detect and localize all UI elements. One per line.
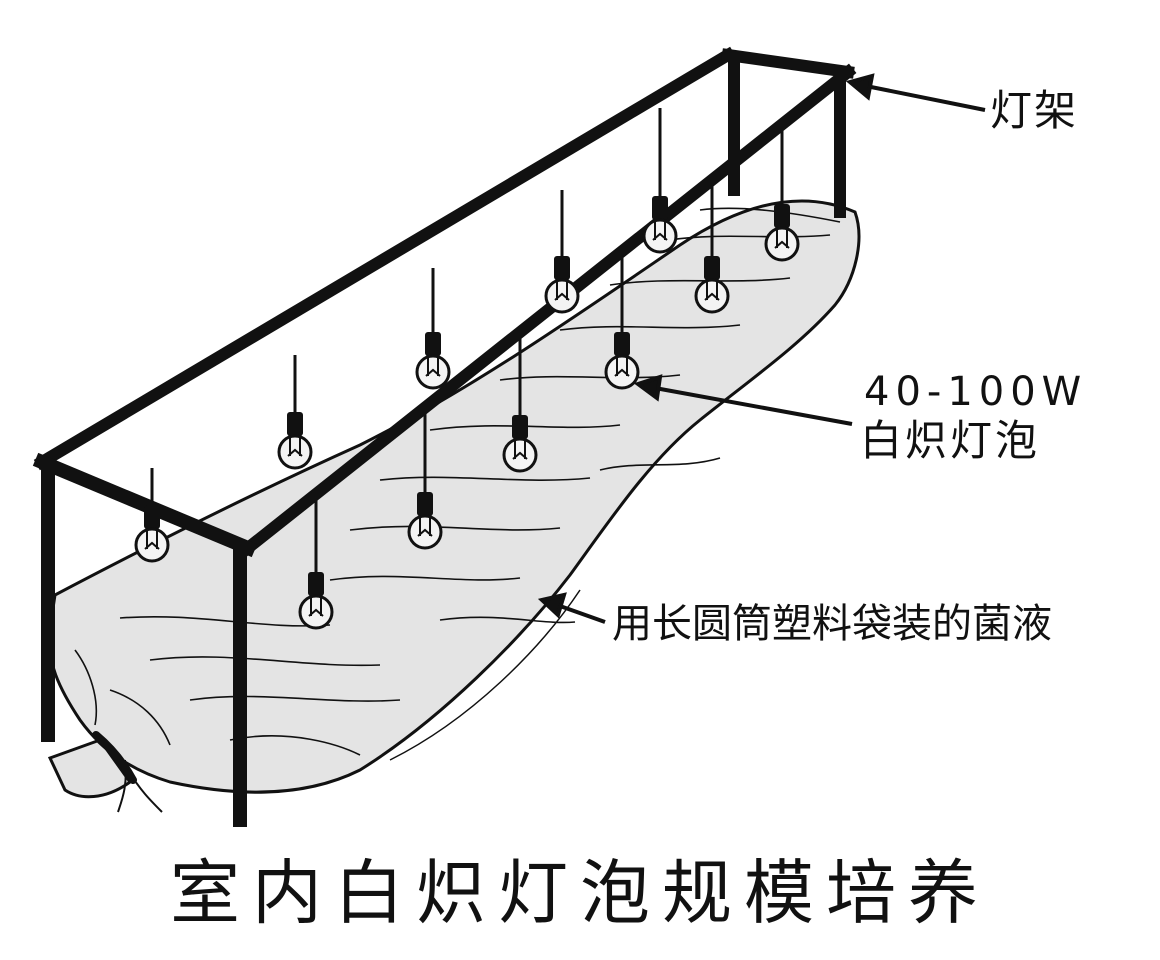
bulb-socket	[652, 196, 668, 220]
bulb	[134, 468, 170, 563]
frame-label: 灯架	[990, 86, 1079, 135]
bulb-glass	[277, 434, 313, 470]
frame-far-crossbar	[721, 48, 855, 79]
bulb-filament	[425, 358, 441, 377]
bulb-pointer-head	[633, 374, 663, 402]
bulb-glass	[407, 514, 443, 550]
bulb	[502, 330, 538, 473]
bulb	[298, 494, 334, 630]
frame-near-crossbar	[32, 452, 258, 558]
bulb-socket	[287, 412, 303, 436]
frame-pointer-head	[845, 73, 875, 101]
bulb-filament	[308, 598, 324, 617]
bulb-socket	[512, 415, 528, 439]
bag-right-edge-highlight	[389, 589, 581, 761]
pointer-arrows	[537, 73, 986, 624]
bulb-filament	[287, 438, 303, 457]
bulb-name-label: 白炽灯泡	[860, 416, 1041, 465]
bulb-socket	[704, 256, 720, 280]
bag-label: 用长圆筒塑料袋装的菌液	[612, 601, 1052, 647]
bulb-socket	[554, 256, 570, 280]
bulb-filament	[652, 222, 668, 241]
bulb	[415, 268, 451, 390]
bag-tie	[92, 731, 137, 784]
bag-pointer-line	[559, 604, 606, 624]
bag-pointer-head	[537, 592, 567, 619]
light-frame	[32, 46, 857, 827]
bulb-glass	[544, 278, 580, 314]
frame-back-top-rail	[33, 46, 737, 471]
bulb-glass	[604, 354, 640, 390]
bulb-filament	[512, 441, 528, 460]
bulb-filament	[554, 282, 570, 301]
bulb-glass	[298, 594, 334, 630]
bulb-socket	[774, 204, 790, 228]
bulb-glass	[134, 527, 170, 563]
bulb-filament	[614, 358, 630, 377]
bulb-pointer-line	[654, 386, 853, 426]
bulb	[277, 355, 313, 470]
bulb-glass	[764, 226, 800, 262]
bulb-group	[134, 108, 800, 630]
bulb-glass	[415, 354, 451, 390]
bulb-power-label: 40-100W	[864, 369, 1088, 415]
bulb-glass	[642, 218, 678, 254]
diagram-caption: 室内白炽灯泡规模培养	[170, 852, 990, 934]
bulb-glass	[502, 437, 538, 473]
bulb-filament	[417, 518, 433, 537]
bag-wrinkles	[74, 207, 841, 756]
frame-pointer-line	[865, 84, 986, 112]
bulb	[544, 190, 580, 314]
bulb-socket	[614, 332, 630, 356]
bulb-filament	[704, 282, 720, 301]
bulb	[694, 180, 730, 314]
bulb	[407, 410, 443, 550]
bag-body	[47, 199, 861, 794]
bulb-glass	[694, 278, 730, 314]
frame-front-top-rail	[239, 63, 857, 557]
bulb-filament	[144, 531, 160, 550]
bulb-socket	[144, 505, 160, 529]
plastic-bag	[47, 199, 861, 813]
bulb-socket	[308, 572, 324, 596]
bulb	[764, 126, 800, 262]
bulb-socket	[425, 332, 441, 356]
bulb	[604, 250, 640, 390]
bulb-filament	[774, 230, 790, 249]
bulb	[642, 108, 678, 254]
bulb-socket	[417, 492, 433, 516]
